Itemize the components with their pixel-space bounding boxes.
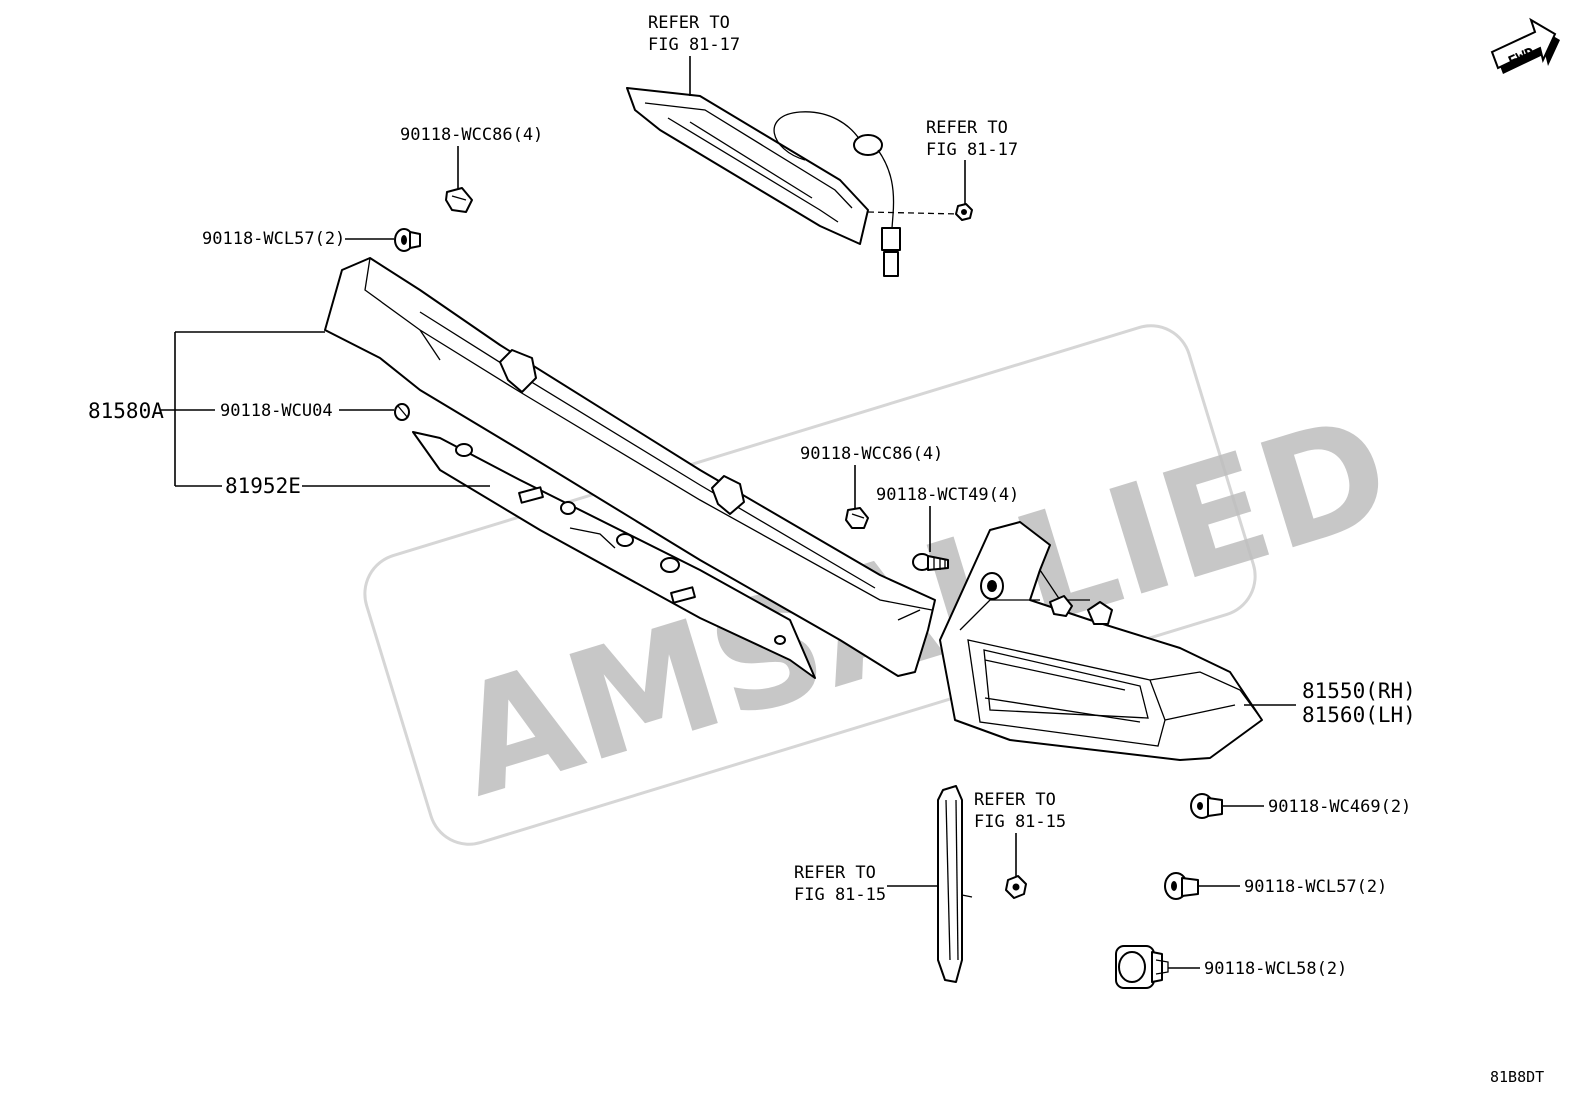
refer-label: REFER TO — [974, 790, 1056, 810]
part-label: 81580A — [88, 399, 164, 423]
refer-label: REFER TO — [794, 863, 876, 883]
clip-nut-icon — [845, 507, 869, 529]
nut-icon — [955, 203, 973, 221]
clip-icon — [1164, 872, 1199, 900]
part-label: 81560(LH) — [1302, 703, 1416, 727]
grommet-icon — [1115, 945, 1169, 989]
part-label: 90118-WCL58(2) — [1204, 959, 1347, 979]
refer-label: FIG 81-15 — [794, 885, 886, 905]
part-label: 90118-WCL57(2) — [1244, 877, 1387, 897]
part-label: 90118-WCL57(2) — [202, 229, 345, 249]
clip-icon — [394, 228, 421, 252]
seal-strip — [412, 431, 816, 679]
refer-label: FIG 81-15 — [974, 812, 1066, 832]
clip-nut-icon — [445, 187, 473, 213]
fwd-arrow-icon: FWD — [1490, 17, 1560, 74]
rear-combination-lamp — [939, 521, 1263, 761]
part-label: 81550(RH) — [1302, 679, 1416, 703]
refer-label: FIG 81-17 — [926, 140, 1018, 160]
refer-label: FIG 81-17 — [648, 35, 740, 55]
part-label: 81952E — [225, 474, 301, 498]
rear-garnish-panel — [324, 257, 936, 677]
figure-code: 81B8DT — [1490, 1068, 1544, 1086]
part-label: 90118-WCC86(4) — [800, 444, 943, 464]
clip-icon — [1190, 793, 1223, 819]
part-label: 90118-WCC86(4) — [400, 125, 543, 145]
part-label: 90118-WCT49(4) — [876, 485, 1019, 505]
refer-label: REFER TO — [926, 118, 1008, 138]
clip-icon — [394, 403, 410, 421]
refer-label: REFER TO — [648, 13, 730, 33]
nut-icon — [1005, 875, 1027, 899]
part-label: 90118-WC469(2) — [1268, 797, 1411, 817]
high-mount-stop-lamp — [626, 87, 959, 277]
part-label: 90118-WCU04 — [220, 401, 333, 421]
side-marker-lamp — [937, 785, 973, 983]
screw-icon — [912, 553, 949, 571]
